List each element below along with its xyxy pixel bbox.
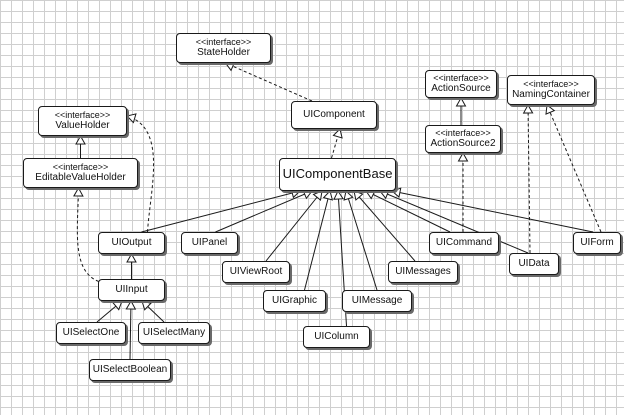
class-name: ActionSource [431,83,491,95]
edge-uigraphic-to-uicomponentbase-arrowhead [322,190,334,201]
edge-uicommand-to-uicomponentbase [365,190,451,233]
edge-uioutput-to-uicomponentbase [141,190,301,233]
edge-uimessage-to-uicomponentbase-arrowhead [343,190,354,201]
node-uicolumn: UIColumn [303,326,370,348]
class-name: UIComponentBase [282,166,393,182]
class-name: NamingContainer [512,89,590,101]
edge-uiselectboolean-to-uiinput [129,300,132,360]
class-name: EditableValueHolder [35,172,126,184]
edge-uigraphic-to-uicomponentbase [304,190,331,291]
class-name: UISelectOne [62,327,120,339]
edge-uicomponent-to-stateholder-arrowhead [224,61,236,72]
node-actionsource: <<interface>> ActionSource [425,70,497,98]
edge-actionsource2-to-actionsource-arrowhead [455,96,467,107]
class-name: UIGraphic [271,295,317,307]
node-valueholder: <<interface>> ValueHolder [38,106,127,136]
node-uigraphic: UIGraphic [263,290,326,312]
class-name: UICommand [435,237,493,249]
node-uiinput: UIInput [98,279,165,301]
node-uipanel: UIPanel [181,232,238,254]
edge-uimessage-to-uicomponentbase [345,190,378,291]
class-name: StateHolder [197,47,250,59]
edge-uioutput-to-valueholder-arrowhead [126,113,137,124]
stereotype-label: <<interface>> [433,73,489,84]
edge-uipanel-to-uicomponentbase [215,190,313,233]
edge-uiform-to-uicomponentbase-arrowhead [391,187,402,198]
edge-uiselectmany-to-uiinput-arrowhead [141,300,152,311]
edge-uidata-to-namingcontainer-arrowhead [522,103,534,114]
class-name: UIPanel [191,237,228,249]
node-actionsource2: <<interface>> ActionSource2 [425,125,501,153]
class-name: UIOutput [111,237,152,249]
node-uicomponentbase: UIComponentBase [279,158,396,191]
edge-uicommand-to-actionsource2-arrowhead [457,151,469,162]
node-uicomponent: UIComponent [291,101,377,129]
class-name: UIComponent [303,109,365,121]
class-name: UISelectBoolean [92,364,168,376]
node-stateholder: <<interface>> StateHolder [176,33,271,63]
node-uiviewroot: UIViewRoot [222,261,290,283]
edge-uiform-to-uicomponentbase [391,190,594,233]
edge-uiform-to-namingcontainer [546,104,602,233]
node-uimessage: UIMessage [342,290,412,312]
class-name: UIMessage [351,295,403,307]
edge-uiinput-to-editablevalueholder-arrowhead [73,186,84,197]
class-name: UISelectMany [142,327,206,339]
edge-editablevalueholder-to-valueholder-arrowhead [75,134,86,145]
edge-uidata-to-uicomponentbase [379,190,529,254]
class-name: UIInput [115,284,148,296]
edge-uimessages-to-uicomponentbase-arrowhead [353,190,364,201]
edge-uiviewroot-to-uicomponentbase-arrowhead [312,190,323,201]
node-uiselectboolean: UISelectBoolean [89,359,171,381]
node-uimessages: UIMessages [388,261,458,283]
class-name: UIData [518,258,550,270]
edge-uicomponent-to-stateholder [225,62,313,102]
node-editablevalueholder: <<interface>> EditableValueHolder [23,158,138,188]
edge-uiinput-to-uioutput-arrowhead [126,252,137,263]
class-name: UIMessages [395,266,451,278]
edge-uiselectone-to-uiinput-arrowhead [112,300,123,311]
edge-uicomponentbase-to-uicomponent-arrowhead [332,128,343,139]
class-name: ValueHolder [55,120,110,132]
node-uicommand: UICommand [429,232,499,254]
edge-uicolumn-to-uicomponentbase-arrowhead [333,189,344,200]
stereotype-label: <<interface>> [52,162,109,173]
class-name: ActionSource2 [430,138,496,150]
node-uiform: UIForm [573,232,621,254]
edge-uiselectboolean-to-uiinput-arrowhead [125,299,137,310]
stereotype-label: <<interface>> [435,128,491,139]
node-namingcontainer: <<interface>> NamingContainer [507,75,595,105]
node-uiselectmany: UISelectMany [138,322,210,344]
edge-uimessages-to-uicomponentbase [353,190,416,262]
class-name: UIForm [580,237,614,249]
node-uidata: UIData [509,253,559,275]
stereotype-label: <<interface>> [54,110,111,121]
node-uiselectone: UISelectOne [56,322,126,344]
edge-uidata-to-uicomponentbase-arrowhead [379,189,390,200]
edge-uiinput-to-editablevalueholder [76,187,105,284]
edge-uiform-to-namingcontainer-arrowhead [545,104,556,115]
stereotype-label: <<interface>> [523,79,579,90]
edge-uipanel-to-uicomponentbase-arrowhead [302,189,313,200]
edge-uidata-to-namingcontainer [527,104,531,254]
node-uioutput: UIOutput [98,232,165,254]
stereotype-label: <<interface>> [195,37,252,48]
edge-uiviewroot-to-uicomponentbase [265,190,323,262]
class-name: UIColumn [314,331,359,343]
class-name: UIViewRoot [229,266,283,278]
